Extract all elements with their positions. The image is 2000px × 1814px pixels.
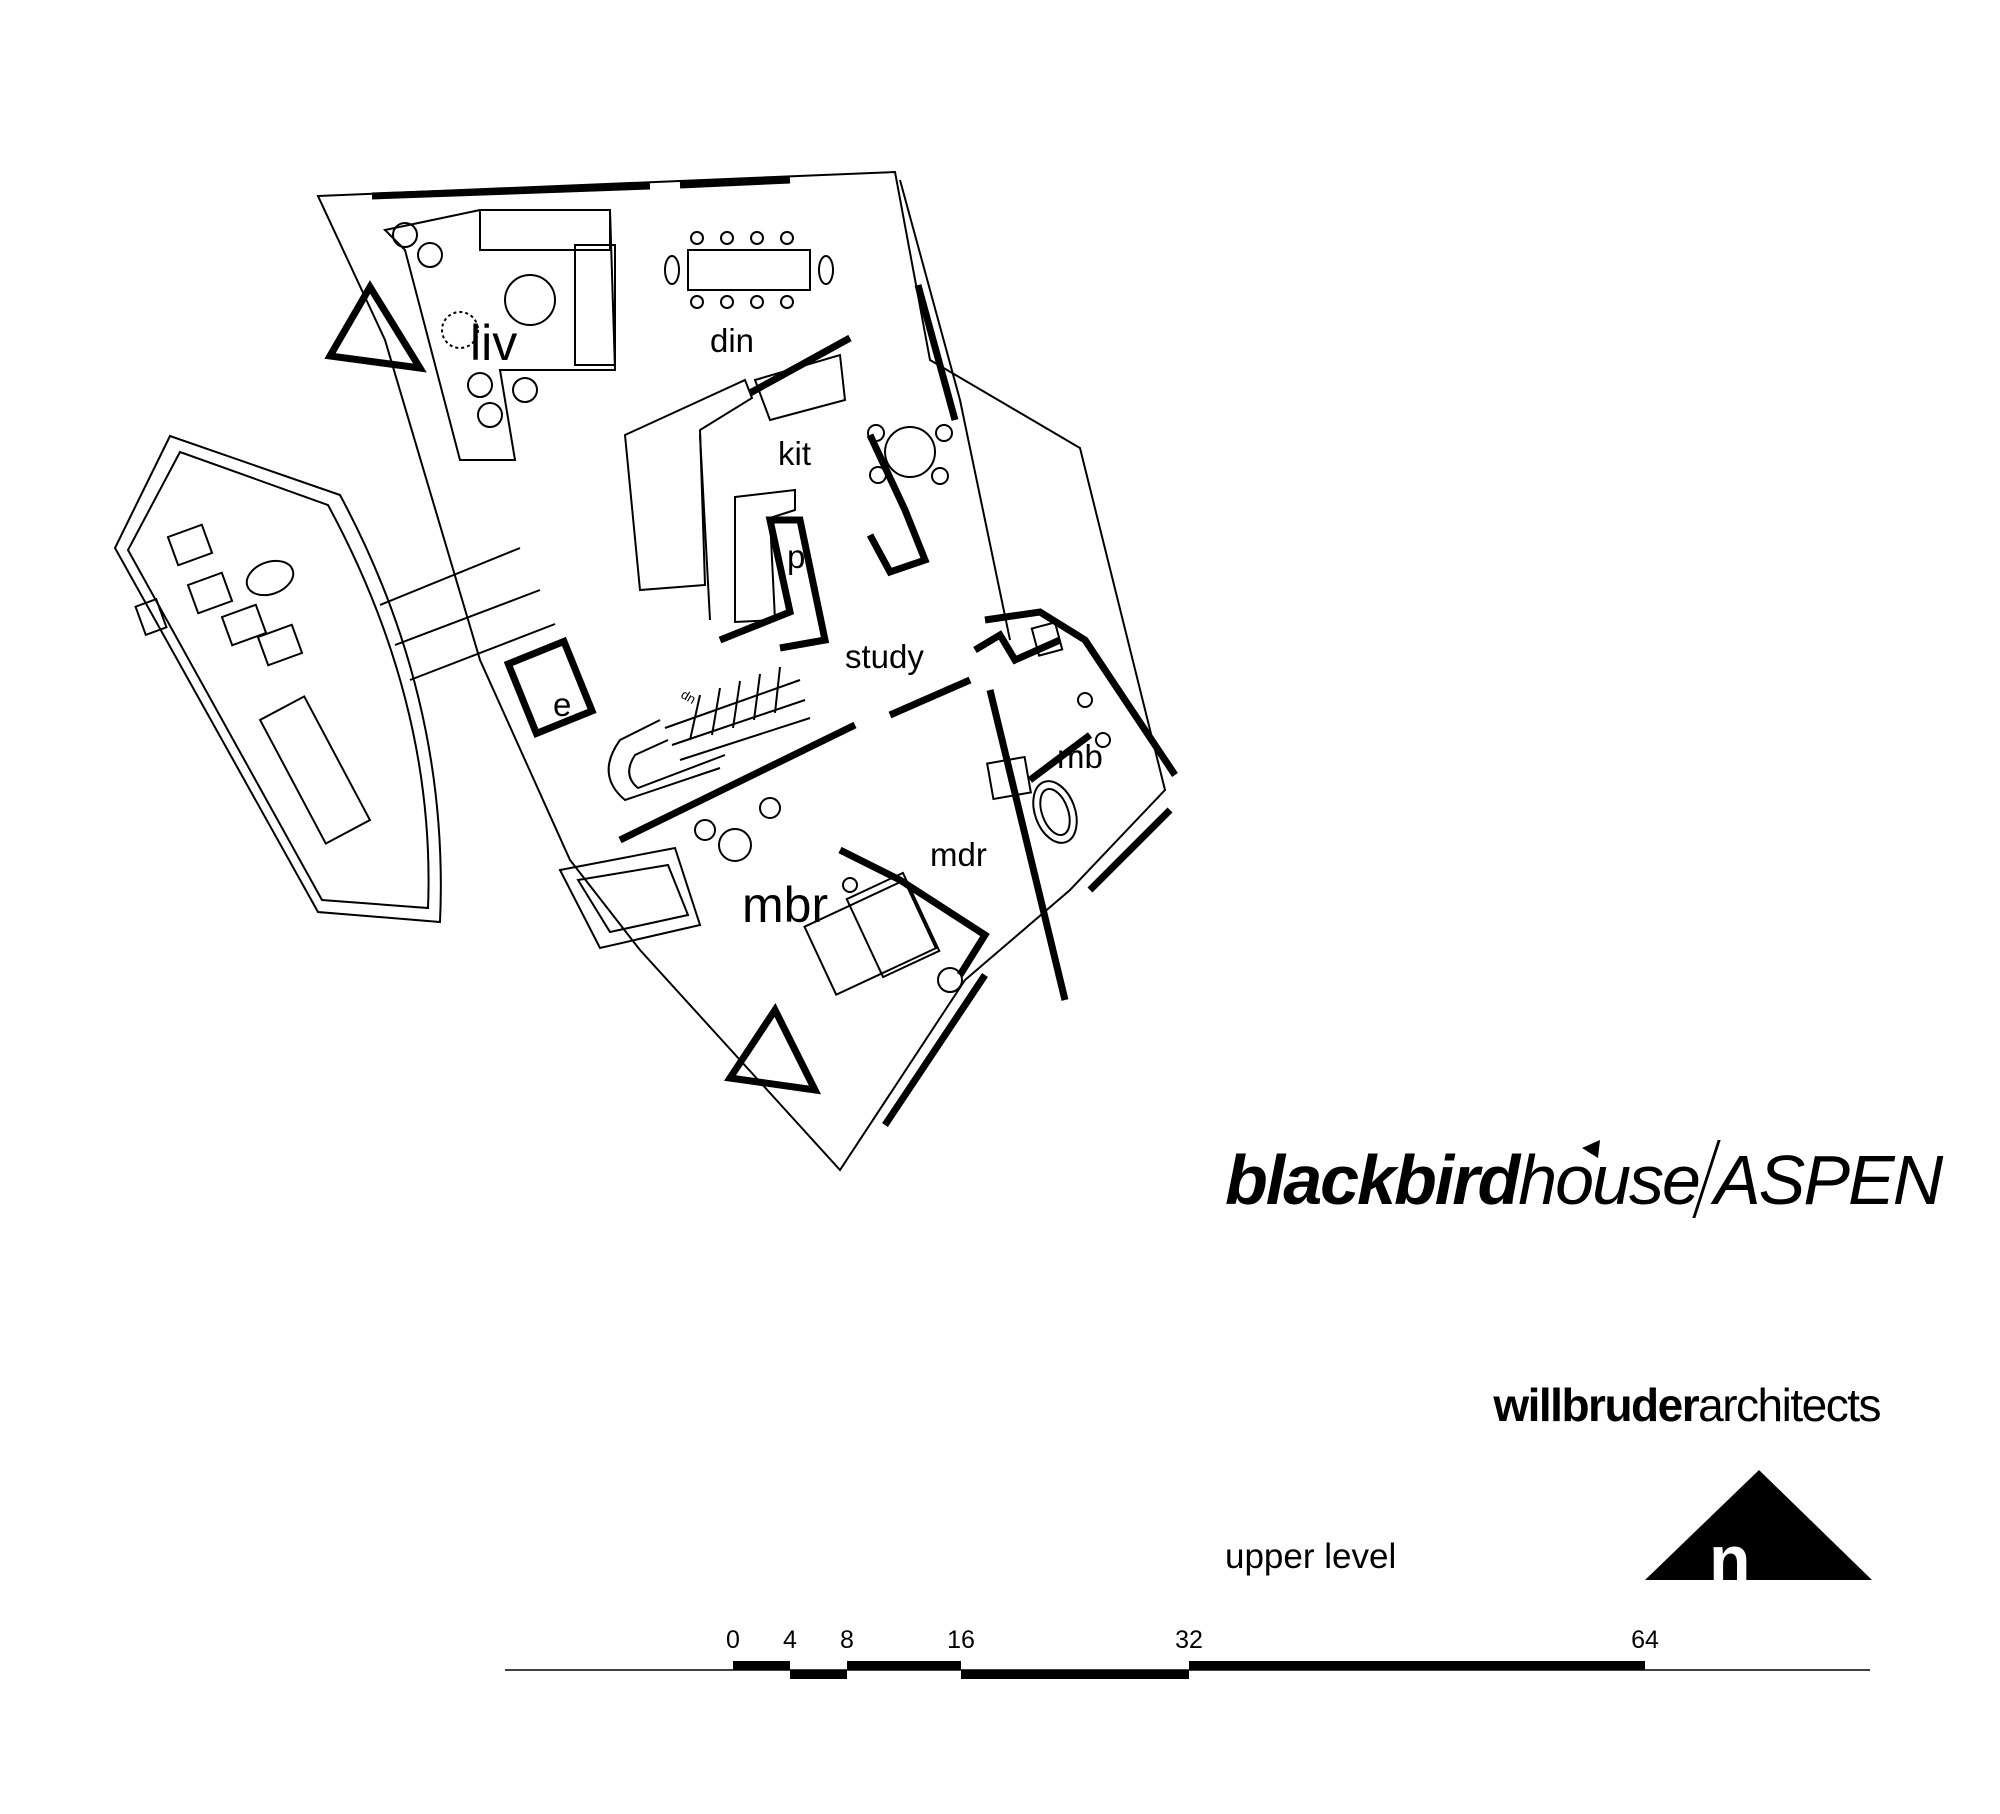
scale-tick-label: 4 bbox=[783, 1626, 797, 1654]
living-furniture bbox=[382, 209, 617, 461]
scale-segment bbox=[790, 1670, 847, 1679]
scale-segment bbox=[733, 1661, 790, 1670]
room-labels: liv din kit p study e dn mb mdr mbr bbox=[470, 315, 1103, 933]
scale-tick-label: 8 bbox=[840, 1626, 854, 1654]
scale-segment bbox=[847, 1661, 961, 1670]
title-part-aspen: ASPEN bbox=[1713, 1141, 1943, 1219]
room-label-liv: liv bbox=[470, 315, 517, 371]
title-part-blackbird: blackbird bbox=[1225, 1141, 1520, 1219]
room-label-p: p bbox=[787, 538, 805, 575]
architect-name-bold: willbruder bbox=[1493, 1379, 1699, 1431]
room-label-dn: dn bbox=[679, 687, 699, 707]
scale-tick-label: 16 bbox=[947, 1626, 975, 1654]
title-logo-mark bbox=[1582, 1140, 1600, 1158]
building-outline bbox=[316, 170, 1167, 1172]
deck-patch bbox=[558, 846, 702, 950]
room-label-mdr: mdr bbox=[930, 836, 987, 873]
stair bbox=[607, 666, 811, 802]
room-label-mb: mb bbox=[1057, 738, 1103, 775]
scale-tick-label: 0 bbox=[726, 1626, 740, 1654]
north-triangle-markers bbox=[324, 280, 822, 1095]
scale-segment bbox=[961, 1670, 1189, 1679]
scale-tick-label: 64 bbox=[1631, 1626, 1659, 1654]
room-label-e: e bbox=[553, 686, 571, 723]
scale-bar: 0 4 8 16 32 64 bbox=[505, 1626, 1870, 1679]
dining-table bbox=[664, 231, 834, 309]
north-arrow: n bbox=[1645, 1470, 1872, 1598]
bridge bbox=[379, 547, 556, 681]
architect-name: willbruderarchitects bbox=[1340, 1379, 1881, 1431]
level-label: upper level bbox=[1225, 1537, 1397, 1576]
room-label-study: study bbox=[845, 638, 924, 675]
north-arrow-label: n bbox=[1709, 1522, 1751, 1598]
room-label-kit: kit bbox=[778, 435, 811, 472]
room-label-mbr: mbr bbox=[742, 877, 828, 933]
room-label-din: din bbox=[710, 322, 754, 359]
master-suite-fixtures bbox=[694, 621, 1111, 997]
scale-tick-label: 32 bbox=[1175, 1626, 1203, 1654]
title-part-house: house bbox=[1518, 1141, 1701, 1219]
north-arrow-triangle bbox=[1645, 1470, 1872, 1580]
architect-name-light: architects bbox=[1698, 1379, 1881, 1431]
kitchen-counter bbox=[623, 353, 953, 624]
terrace bbox=[113, 434, 442, 924]
scale-segment bbox=[1189, 1661, 1645, 1670]
heavy-walls bbox=[371, 176, 1178, 1127]
